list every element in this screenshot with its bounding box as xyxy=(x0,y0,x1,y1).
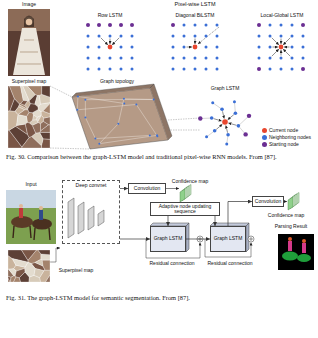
legend-text: Current node xyxy=(269,128,298,133)
superpixel-map xyxy=(8,250,50,282)
superpixel xyxy=(28,104,38,113)
cube-face xyxy=(186,223,189,252)
figure-label: Confidence map xyxy=(166,179,214,185)
process-box: Convolution xyxy=(252,196,284,207)
flow-arrow xyxy=(168,216,169,226)
figure-label: Image xyxy=(5,2,53,8)
input-photo xyxy=(6,190,56,244)
figure-label: Local-Global LSTM xyxy=(250,13,314,19)
pixel-grid xyxy=(86,23,134,71)
superpixel xyxy=(8,111,18,130)
node-text: Graph LSTM xyxy=(214,236,243,242)
figure-label: Residual connection xyxy=(146,261,198,267)
add-node xyxy=(248,236,254,242)
legend-text: Starting node xyxy=(269,142,299,147)
flow-arrow xyxy=(120,239,150,240)
legend-item: Neighboring nodes xyxy=(262,135,318,141)
figure-label: Row LSTM xyxy=(80,13,140,19)
superpixel-map xyxy=(8,86,50,148)
lstm-block: Graph LSTM xyxy=(210,226,246,252)
parsing-result xyxy=(278,234,314,270)
superpixel xyxy=(21,101,28,106)
figure-label: Input xyxy=(6,182,56,188)
legend-item: Current node xyxy=(262,128,318,134)
figure-label: Superpixel map xyxy=(2,79,56,85)
node-text: Adaptive node updating sequence xyxy=(151,204,219,215)
projection-line xyxy=(168,118,200,130)
graph-topology xyxy=(72,84,172,149)
superpixel xyxy=(40,270,50,282)
superpixel xyxy=(38,250,50,255)
legend-text: Neighboring nodes xyxy=(269,135,311,140)
superpixel xyxy=(40,121,48,130)
superpixel xyxy=(22,250,37,260)
superpixel xyxy=(9,269,17,276)
confidence-map xyxy=(288,193,299,211)
node-text: Graph LSTM xyxy=(154,236,183,242)
figure-label: Superpixel map xyxy=(52,268,100,274)
superpixel xyxy=(10,276,16,282)
superpixel xyxy=(42,260,50,270)
conv-layers xyxy=(68,198,104,238)
figure-label: Diagonal BiLSTM xyxy=(165,13,225,19)
flow-arrow xyxy=(228,202,252,227)
superpixel xyxy=(33,115,37,120)
figure-label: Parsing Result xyxy=(266,224,316,230)
figure-label: Pixel-wise LSTM xyxy=(150,1,240,7)
legend-swatch xyxy=(262,128,267,133)
superpixel xyxy=(15,268,25,277)
projection-line xyxy=(50,86,90,149)
figure-label: Residual connection xyxy=(204,261,256,267)
figure-label: Graph LSTM xyxy=(195,86,255,92)
superpixel xyxy=(22,136,42,148)
superpixel xyxy=(15,107,25,115)
node-text: Convolution xyxy=(134,186,160,192)
flow-arrow xyxy=(215,216,216,226)
superpixel xyxy=(42,86,50,97)
figure-label: Confidence map xyxy=(258,213,314,219)
superpixel xyxy=(41,254,50,260)
superpixel xyxy=(8,86,14,111)
network-group: Deep convnet xyxy=(62,180,120,244)
superpixel xyxy=(12,259,28,268)
superpixel xyxy=(35,259,43,266)
flow-lines xyxy=(50,189,296,263)
flow-arrow xyxy=(186,239,210,240)
figure-caption: Fig. 31. The graph-LSTM model for semant… xyxy=(6,294,312,302)
superpixel xyxy=(25,123,35,138)
node-text: Deep convnet xyxy=(76,183,107,189)
flow-arrow xyxy=(120,188,128,189)
legend-swatch xyxy=(262,142,267,147)
photo xyxy=(8,9,50,76)
figure-label: Graph topology xyxy=(72,79,162,85)
graph-lstm-graph xyxy=(198,100,251,145)
legend-swatch xyxy=(262,135,267,140)
lstm-block: Graph LSTM xyxy=(150,226,186,252)
pixel-grid xyxy=(257,23,305,71)
node-text: Convolution xyxy=(255,199,281,205)
figure-caption: Fig. 30. Comparison between the graph-LS… xyxy=(6,153,312,161)
process-box: Adaptive node updating sequence xyxy=(150,202,220,216)
legend-item: Starting node xyxy=(262,142,318,148)
pixel-grid xyxy=(171,23,219,71)
confidence-map xyxy=(180,185,191,203)
superpixel xyxy=(45,275,50,282)
superpixel xyxy=(43,104,50,114)
process-box: Convolution xyxy=(128,183,166,194)
